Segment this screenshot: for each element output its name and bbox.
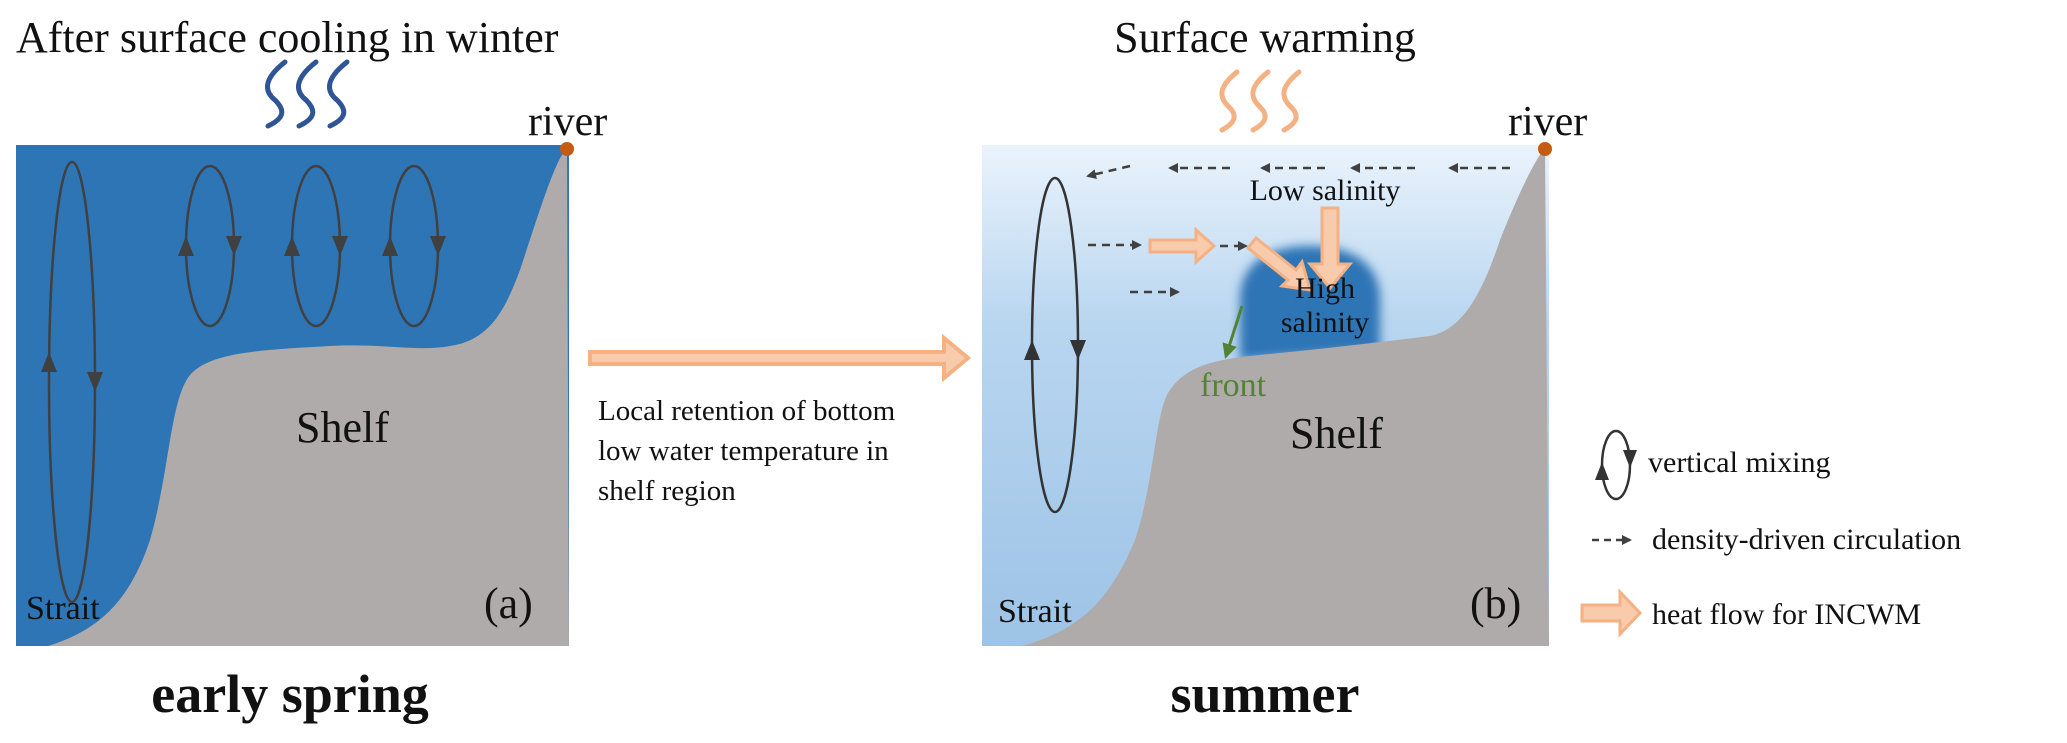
panel-a-river-mouth — [560, 142, 574, 156]
panel-a-river-label: river — [528, 99, 607, 145]
panel-b-mixing-cell — [1024, 176, 1086, 514]
heat-flow-arrow — [1148, 226, 1217, 266]
panel-a-title: After surface cooling in winter — [16, 13, 559, 62]
warming-wave-icon — [1219, 69, 1302, 133]
vertical-mixing-icon — [1595, 429, 1637, 501]
density-driven-circulation-arrows — [1086, 163, 1510, 297]
legend-label: heat flow for INCWM — [1652, 598, 1921, 631]
panel-b-river-label: river — [1508, 99, 1587, 145]
heat-flow-arrows — [1148, 206, 1354, 292]
front-arrow — [1222, 305, 1244, 359]
heat-flow-arrow — [1306, 206, 1354, 291]
legend-label: density-driven circulation — [1652, 523, 1961, 556]
cooling-wave-icon — [265, 59, 350, 129]
panel-a-strait-label: Strait — [26, 590, 100, 627]
high-salinity-label: High — [1295, 272, 1355, 305]
panel-a-shelf-land — [48, 148, 569, 646]
transition-heat-arrow — [588, 333, 972, 383]
panel-a-season: early spring — [151, 664, 429, 724]
panel-a-shelf-label: Shelf — [296, 403, 389, 452]
panel-b-shelf-land — [1022, 148, 1549, 646]
high-salinity-label: salinity — [1281, 306, 1369, 339]
panel-a-mixing-arrowheads — [41, 236, 446, 392]
legend: vertical mixing density-driven circulati… — [1580, 429, 1961, 638]
transition-text-line: low water temperature in — [598, 435, 889, 467]
panel-b-strait-label: Strait — [998, 593, 1072, 630]
high-salinity-water-mass — [1240, 246, 1380, 360]
panel-a: After surface cooling in winter river Sh… — [16, 13, 607, 724]
panel-b-title: Surface warming — [1114, 13, 1416, 62]
transition-text-line: shelf region — [598, 475, 736, 507]
panel-b: Surface warming river — [982, 13, 1587, 724]
panel-b-label: (b) — [1470, 579, 1521, 628]
legend-label: vertical mixing — [1648, 446, 1830, 479]
dashed-arrow — [1086, 164, 1131, 180]
panel-b-shelf-label: Shelf — [1290, 409, 1383, 458]
low-salinity-label: Low salinity — [1250, 174, 1401, 207]
heat-flow-arrow-icon — [1580, 588, 1643, 638]
panel-a-label: (a) — [484, 579, 533, 628]
heat-flow-arrow — [1245, 235, 1313, 292]
panel-b-season: summer — [1171, 664, 1360, 724]
front-label: front — [1200, 367, 1267, 404]
panel-b-river-mouth — [1538, 142, 1552, 156]
transition: Local retention of bottom low water temp… — [588, 333, 972, 507]
transition-text-line: Local retention of bottom — [598, 395, 896, 427]
